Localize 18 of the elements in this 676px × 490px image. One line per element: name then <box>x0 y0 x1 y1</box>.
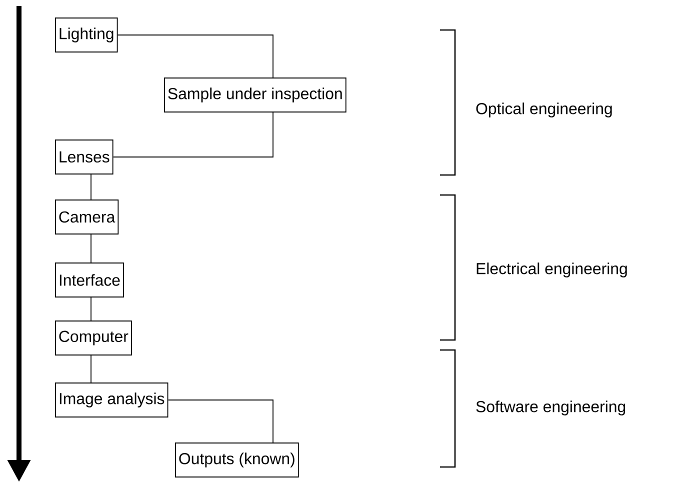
process-box: Lighting <box>55 18 118 52</box>
connector-line <box>168 400 274 443</box>
process-box: Computer <box>55 320 132 356</box>
section-label: Optical engineering <box>476 102 612 118</box>
connector-line <box>117 34 274 78</box>
process-box: Sample under inspection <box>164 78 346 112</box>
process-box: Lenses <box>55 140 114 174</box>
connector-line <box>112 112 274 158</box>
section-label: Electrical engineering <box>476 262 627 278</box>
process-box: Outputs (known) <box>175 442 299 478</box>
process-box: Camera <box>55 200 119 234</box>
process-box: Image analysis <box>55 382 168 418</box>
connector-line <box>90 297 92 321</box>
connector-line <box>90 234 92 263</box>
process-box: Interface <box>55 262 124 298</box>
connector-line <box>90 355 92 383</box>
connector-line <box>90 174 92 200</box>
section-label: Software engineering <box>476 400 626 416</box>
